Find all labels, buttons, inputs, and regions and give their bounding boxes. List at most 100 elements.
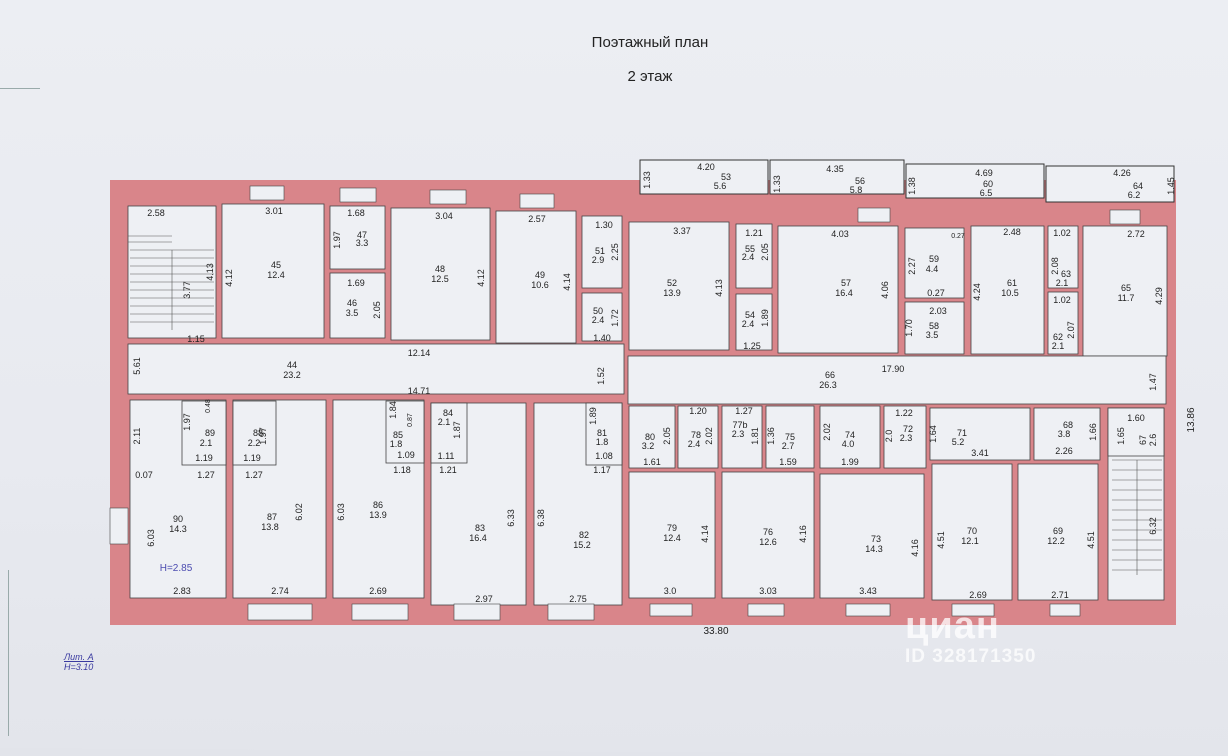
room-78-width: 1.20 [689,406,707,416]
room-59-depth: 2.27 [907,257,917,275]
room-90-width: 2.83 [173,586,191,596]
room-54-depth: 1.89 [760,309,770,327]
room-68-width: 2.26 [1055,446,1073,456]
room-61-area: 10.5 [1001,288,1019,298]
room-82-extra: 1.17 [593,465,611,475]
room-77b-depth: 1.81 [750,427,760,445]
room-stair-left-depth: 4.13 [205,263,215,281]
window [339,187,377,203]
room-71-width: 3.41 [971,448,989,458]
room-51-width: 1.30 [595,220,613,230]
room-50-num: 50 [593,306,603,316]
room-85-box [385,400,425,464]
room-57 [777,225,899,354]
balcony-53-depth: 1.33 [642,171,652,189]
room-83-extra: 1.21 [439,465,457,475]
room-58-extra: 0.27 [927,288,945,298]
room-73-area: 14.3 [865,544,883,554]
room-65-depth: 4.29 [1154,287,1164,305]
room-76-area: 12.6 [759,537,777,547]
room-48-area: 12.5 [431,274,449,284]
room-67-width: 1.60 [1127,413,1145,423]
room-80-num: 80 [645,432,655,442]
room-67-box [1107,407,1165,457]
window [247,603,313,621]
room-57-depth: 4.06 [880,281,890,299]
total-depth: 13.86 [1186,407,1197,432]
stamp-line-1: Лит. А [64,652,94,662]
margin-line [0,88,40,89]
room-89-num: 89 [205,428,215,438]
room-75-area: 2.7 [782,441,795,451]
room-68-depth: 1.66 [1088,423,1098,441]
balcony-56-num: 56 [855,176,865,186]
total-width: 33.80 [703,626,728,637]
room-52-width: 3.37 [673,226,691,236]
room-85-depth: 1.84 [388,401,398,419]
room-45-width: 3.01 [265,206,283,216]
room-48-width: 3.04 [435,211,453,221]
room-45-num: 45 [271,260,281,270]
room-84-area: 2.1 [438,417,451,427]
room-stair-right-depth: 6.32 [1148,517,1158,535]
room-58-num: 58 [929,321,939,331]
balcony-64-width: 4.26 [1113,168,1131,178]
room-49-area: 10.6 [531,280,549,290]
plan-labels: 4.20 53 5.6 1.33 4.35 56 5.8 1.33 4.69 6… [132,162,1197,637]
room-48-num: 48 [435,264,445,274]
room-71-num: 71 [957,428,967,438]
room-74-num: 74 [845,430,855,440]
room-88-area: 2.2 [248,438,261,448]
room-89-width: 1.19 [195,453,213,463]
room-69-width: 2.71 [1051,590,1069,600]
room-50-area: 2.4 [592,315,605,325]
room-52 [628,221,730,351]
rooms [127,203,1168,606]
room-69 [1017,463,1099,601]
room-87-extra: 1.27 [245,470,263,480]
room-61-depth: 4.24 [972,283,982,301]
room-77b-area: 2.3 [732,429,745,439]
corridor-66-area: 26.3 [819,380,837,390]
room-83-depth: 6.33 [506,509,516,527]
room-75 [765,405,815,469]
balconies [639,159,1175,203]
room-83-width: 2.97 [475,594,493,604]
room-86-area: 13.9 [369,510,387,520]
room-90-depth: 6.03 [146,529,156,547]
balcony-64-area: 6.2 [1128,190,1141,200]
corridor-44-len-top: 12.14 [408,348,431,358]
stairs-left [128,235,214,330]
room-69-num: 69 [1053,526,1063,536]
room-89-box [181,400,227,466]
window [1109,209,1141,225]
room-58-area: 3.5 [926,330,939,340]
room-47 [329,205,386,270]
room-48 [390,207,491,341]
room-78-depth: 2.02 [704,427,714,445]
balcony-56-width: 4.35 [826,164,844,174]
room-55 [735,223,773,289]
balcony-53 [639,159,769,195]
room-87 [232,399,327,599]
room-75-width: 1.59 [779,457,797,467]
room-68-num: 68 [1063,420,1073,430]
room-74 [819,405,881,469]
room-46-width: 1.69 [347,278,365,288]
corridor-44-area: 23.2 [283,370,301,380]
room-63-area: 2.1 [1056,278,1069,288]
room-69-area: 12.2 [1047,536,1065,546]
room-73 [819,473,925,599]
room-49-num: 49 [535,270,545,280]
stamp-line-2: Н=3.10 [64,662,94,672]
room-68-area: 3.8 [1058,429,1071,439]
room-59-num: 59 [929,254,939,264]
room-61-width: 2.48 [1003,227,1021,237]
balcony-60-area: 6.5 [980,188,993,198]
window [649,603,693,617]
room-70-area: 12.1 [961,536,979,546]
watermark-logo: циан [905,605,1000,647]
balcony-60-depth: 1.38 [907,177,917,195]
balcony-60-num: 60 [983,179,993,189]
room-72-depth: 2.0 [884,430,894,443]
